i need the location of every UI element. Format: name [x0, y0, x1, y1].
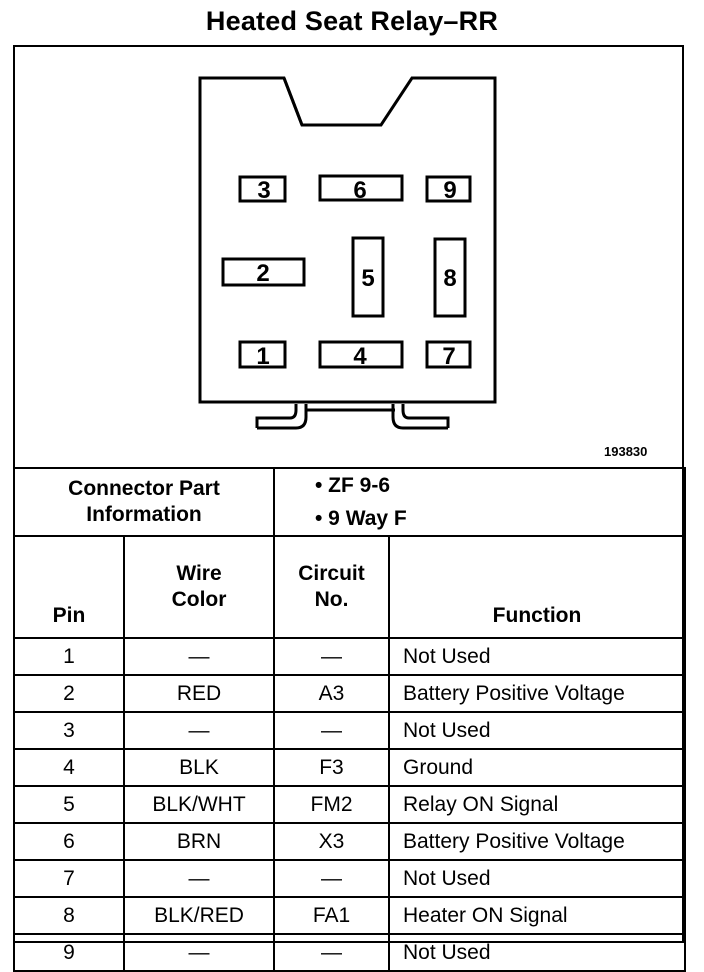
wire-color-cell: — — [123, 933, 275, 972]
table-row: 3——Not Used — [13, 711, 687, 750]
connector-part-row: Connector Part Information • ZF 9-6 • 9 … — [13, 467, 687, 537]
pin-cell: 9 — [13, 933, 125, 972]
connector-latch — [255, 404, 450, 430]
function-cell: Battery Positive Voltage — [387, 674, 687, 713]
table-row: 9——Not Used — [13, 933, 687, 972]
circuit-cell: — — [273, 711, 390, 750]
wire-color-cell: BLK/RED — [123, 896, 275, 935]
pin-cavity-6 — [318, 174, 404, 202]
function-cell: Ground — [387, 748, 687, 787]
wire-color-cell: — — [123, 711, 275, 750]
pin-label-8: 8 — [443, 265, 456, 292]
pin-label-1: 1 — [256, 343, 269, 370]
function-cell: Not Used — [387, 711, 687, 750]
wire-color-cell: — — [123, 637, 275, 676]
table-row: 1——Not Used — [13, 637, 687, 676]
pin-label-4: 4 — [353, 343, 367, 370]
pin-cell: 7 — [13, 859, 125, 898]
circuit-cell: — — [273, 859, 390, 898]
pin-label-2: 2 — [256, 260, 269, 287]
wire-color-cell: — — [123, 859, 275, 898]
circuit-cell: — — [273, 637, 390, 676]
pin-cavity-3 — [238, 175, 287, 203]
function-cell: Relay ON Signal — [387, 785, 687, 824]
connector-notch-left — [282, 77, 304, 126]
pin-cavity-9 — [425, 175, 472, 203]
connector-part-label: Connector Part Information — [13, 467, 275, 537]
function-cell: Not Used — [387, 637, 687, 676]
circuit-cell: X3 — [273, 822, 390, 861]
pin-label-7: 7 — [442, 343, 455, 370]
figure-id: 193830 — [604, 444, 648, 459]
header-function: Function — [387, 535, 687, 639]
pin-cavity-7 — [425, 340, 472, 369]
pin-label-9: 9 — [443, 177, 456, 204]
pin-cavity-5 — [351, 236, 385, 318]
function-cell: Not Used — [387, 933, 687, 972]
circuit-cell: FA1 — [273, 896, 390, 935]
pin-cell: 2 — [13, 674, 125, 713]
wire-color-cell: BRN — [123, 822, 275, 861]
circuit-cell: F3 — [273, 748, 390, 787]
pinout-table: Connector Part Information • ZF 9-6 • 9 … — [13, 467, 687, 972]
wire-color-cell: BLK/WHT — [123, 785, 275, 824]
circuit-cell: FM2 — [273, 785, 390, 824]
pin-label-5: 5 — [361, 265, 374, 292]
wire-color-cell: RED — [123, 674, 275, 713]
function-cell: Not Used — [387, 859, 687, 898]
pin-label-6: 6 — [353, 177, 366, 204]
wire-color-cell: BLK — [123, 748, 275, 787]
page-title: Heated Seat Relay–RR — [205, 6, 499, 36]
pin-cavity-2 — [221, 257, 306, 287]
circuit-cell: A3 — [273, 674, 390, 713]
function-cell: Battery Positive Voltage — [387, 822, 687, 861]
pin-cell: 5 — [13, 785, 125, 824]
pin-cavity-8 — [433, 237, 467, 318]
pin-cell: 4 — [13, 748, 125, 787]
connector-part-values: • ZF 9-6 • 9 Way F — [272, 467, 687, 537]
table-row: 7——Not Used — [13, 859, 687, 898]
pin-cell: 8 — [13, 896, 125, 935]
pin-cell: 6 — [13, 822, 125, 861]
pin-label-3: 3 — [257, 177, 270, 204]
connector-face-diagram: 3 6 9 2 5 8 1 4 7 — [198, 76, 497, 430]
pin-cavity-1 — [238, 340, 287, 369]
connector-part-item: • 9 Way F — [315, 507, 407, 530]
connector-part-item: • ZF 9-6 — [315, 474, 391, 497]
header-pin: Pin — [13, 535, 125, 639]
circuit-cell: — — [273, 933, 390, 972]
function-cell: Heater ON Signal — [387, 896, 687, 935]
pin-cavity-4 — [318, 340, 404, 369]
pin-cell: 1 — [13, 637, 125, 676]
pin-cell: 3 — [13, 711, 125, 750]
